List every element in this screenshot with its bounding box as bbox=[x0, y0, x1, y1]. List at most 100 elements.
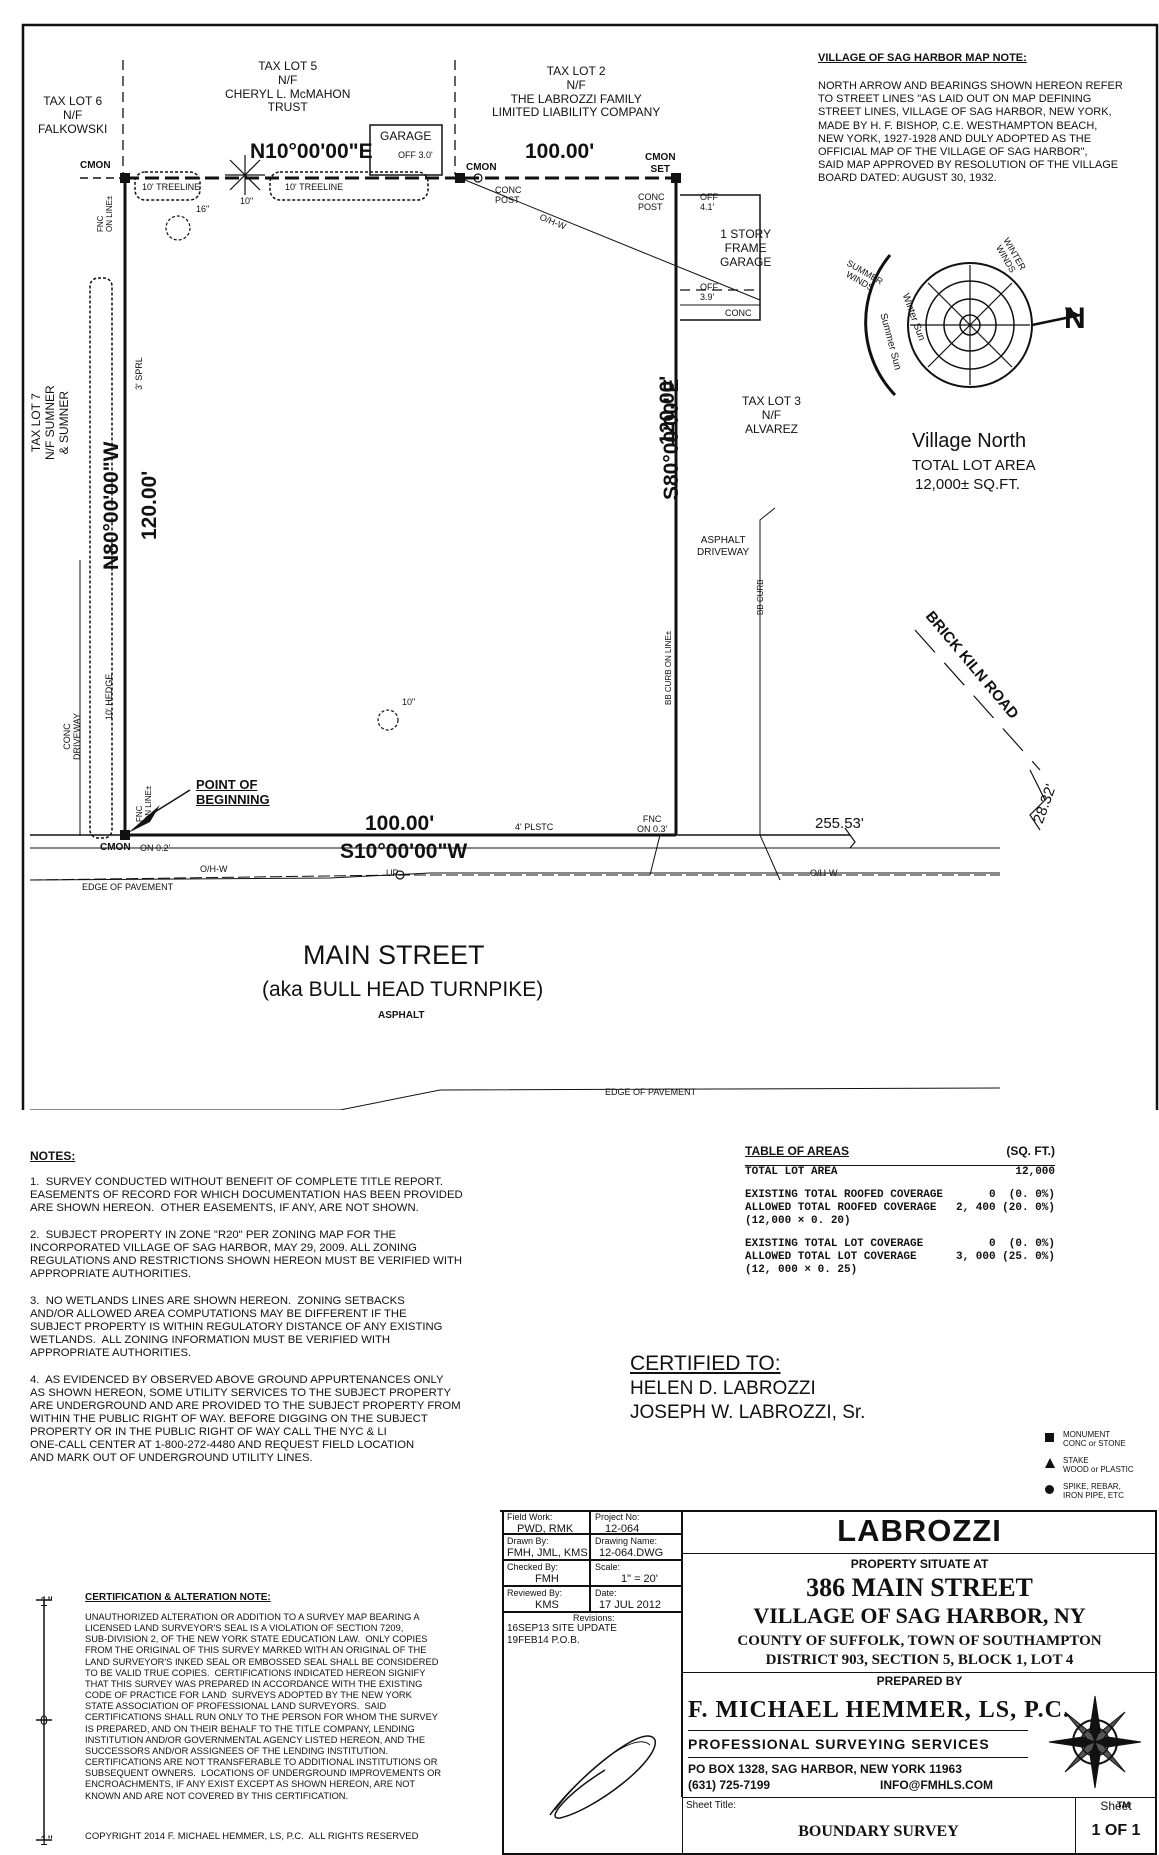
checked-by-cell: Checked By: FMH bbox=[502, 1560, 590, 1586]
note-2: 2. SUBJECT PROPERTY IN ZONE "R20" PER ZO… bbox=[30, 1228, 463, 1280]
edge-of-pavement-label-south: EDGE OF PAVEMENT bbox=[605, 1087, 697, 1097]
field-work-value: PWD, RMK bbox=[517, 1523, 574, 1535]
ohw-label-east: O/H-W bbox=[810, 868, 838, 878]
field-work-label: Field Work: bbox=[507, 1512, 553, 1522]
hedge-west bbox=[89, 277, 113, 839]
hedge-label: 10' HEDGE bbox=[104, 673, 114, 720]
sprinkler-label: 3' SPRL bbox=[134, 357, 144, 390]
overhead-wire bbox=[459, 177, 761, 301]
area-table-title: TABLE OF AREAS bbox=[745, 1144, 849, 1158]
field-work-cell: Field Work: PWD, RMK bbox=[502, 1510, 590, 1535]
area-row-value: 3, 000 (25. 0%) bbox=[955, 1251, 1055, 1263]
area-row-value: 12,000 bbox=[1015, 1166, 1055, 1178]
revisions-label: Revisions: bbox=[573, 1613, 615, 1623]
date-value: 17 JUL 2012 bbox=[599, 1599, 661, 1611]
firm-divider bbox=[688, 1730, 1028, 1731]
area-row-value: 0 (0. 0%) bbox=[988, 1189, 1055, 1201]
fnc-on-line-north: FNC ON LINE± bbox=[96, 195, 115, 232]
offset-39: OFF 3.9' bbox=[700, 282, 718, 303]
monument-north-icon bbox=[455, 173, 465, 183]
area-table-row: EXISTING TOTAL LOT COVERAGE 0 (0. 0%) bbox=[745, 1238, 1055, 1251]
south-bearing: S10°00'00"W bbox=[340, 840, 468, 863]
total-lot-area-label: TOTAL LOT AREA bbox=[912, 457, 1036, 474]
edge-of-pavement-south bbox=[30, 1087, 1001, 1110]
revisions-value: 16SEP13 SITE UPDATE 19FEB14 P.O.B. bbox=[507, 1623, 617, 1646]
firm-services: PROFESSIONAL SURVEYING SERVICES bbox=[688, 1736, 990, 1752]
sheet-vertical-divider bbox=[1075, 1797, 1076, 1855]
note-1: 1. SURVEY CONDUCTED WITHOUT BENEFIT OF C… bbox=[30, 1175, 463, 1214]
area-table-row: (12,000 × 0. 20) bbox=[745, 1215, 1055, 1228]
scale-label: Scale: bbox=[595, 1562, 621, 1572]
conc-driveway-label: CONC DRIVEWAY bbox=[62, 712, 83, 760]
pob-leader bbox=[149, 789, 191, 816]
legend-stake: STAKE WOOD or PLASTIC bbox=[1063, 1456, 1134, 1475]
project-no-cell: Project No: 12-064 bbox=[590, 1510, 682, 1535]
firm-phone: (631) 725-7199 bbox=[688, 1778, 771, 1792]
client-name: LABROZZI bbox=[837, 1513, 1002, 1548]
area-row-label: ALLOWED TOTAL ROOFED COVERAGE bbox=[745, 1202, 937, 1214]
fnc-on-line-south: FNC ON LINE± bbox=[135, 785, 154, 822]
treeline-east bbox=[269, 171, 429, 201]
bb-curb-label: BB CURB bbox=[756, 579, 765, 615]
property-address: 386 MAIN STREET bbox=[806, 1573, 1033, 1602]
edge-of-pavement-north bbox=[29, 872, 1000, 881]
scale-bar bbox=[36, 1599, 52, 1841]
north-bearing: N10°00'00"E bbox=[250, 140, 373, 163]
certified-title: CERTIFIED TO: bbox=[630, 1352, 781, 1375]
drawing-name-label: Drawing Name: bbox=[595, 1536, 658, 1546]
cmon-set-label: CMON SET bbox=[645, 152, 676, 175]
west-distance: 120.00' bbox=[138, 470, 161, 540]
services-divider bbox=[688, 1757, 1028, 1758]
asphalt-driveway-label: ASPHALT DRIVEWAY bbox=[697, 535, 750, 558]
sheet-title-label: Sheet Title: bbox=[686, 1800, 737, 1811]
scale-mid: 0 bbox=[40, 1712, 48, 1728]
bb-curb-on-line-label: BB CURB ON LINE± bbox=[664, 630, 673, 705]
area-table-row: TOTAL LOT AREA 12,000 bbox=[745, 1166, 1055, 1179]
tax-lot-3-label: TAX LOT 3 N/F ALVAREZ bbox=[742, 394, 801, 436]
drawn-by-label: Drawn By: bbox=[507, 1536, 549, 1546]
area-row-label: (12,000 × 0. 20) bbox=[745, 1215, 851, 1227]
point-of-beginning-arrow bbox=[128, 805, 160, 833]
prepared-by: PREPARED BY bbox=[876, 1674, 963, 1688]
copyright: COPYRIGHT 2014 F. MICHAEL HEMMER, LS, P.… bbox=[85, 1831, 419, 1842]
west-bearing: N80°00'00"W bbox=[100, 441, 123, 570]
sheet-label: Sheet bbox=[1100, 1799, 1132, 1813]
monument-legend-icon bbox=[1045, 1433, 1054, 1442]
map-note-title: VILLAGE OF SAG HARBOR MAP NOTE: bbox=[818, 52, 1027, 64]
tax-lot-5-label: TAX LOT 5 N/F CHERYL L. McMAHON TRUST bbox=[225, 59, 351, 115]
property-situate: PROPERTY SITUATE AT bbox=[850, 1557, 989, 1571]
monument-sw-icon bbox=[120, 830, 130, 840]
cmon-sw-label: CMON bbox=[100, 842, 131, 853]
overhead-wire-street bbox=[29, 874, 1000, 881]
frame-garage-outline bbox=[680, 194, 761, 321]
cert-note-title: CERTIFICATION & ALTERATION NOTE: bbox=[85, 1592, 271, 1603]
curb-line bbox=[759, 507, 776, 580]
drawn-by-value: FMH, JML, KMS bbox=[507, 1547, 588, 1559]
east-distance: 120.00' bbox=[656, 375, 679, 445]
treeline-west bbox=[134, 171, 201, 201]
title-block bbox=[502, 1510, 1157, 1855]
tree-16-label: 16" bbox=[196, 204, 210, 214]
left-vertical-divider bbox=[682, 1510, 683, 1855]
driveway-apron bbox=[759, 834, 781, 881]
cmon-sw-offset: ON 0.2' bbox=[140, 843, 171, 853]
checked-by-value: FMH bbox=[535, 1573, 559, 1585]
area-row-label: EXISTING TOTAL LOT COVERAGE bbox=[745, 1238, 924, 1250]
edge-of-pavement-label: EDGE OF PAVEMENT bbox=[82, 882, 174, 892]
area-row-label: (12, 000 × 0. 25) bbox=[745, 1264, 858, 1276]
notes-section: NOTES: 1. SURVEY CONDUCTED WITHOUT BENEF… bbox=[30, 1149, 500, 1465]
garage-offset: OFF 3.0' bbox=[398, 150, 433, 160]
ohw-label: O/H-W bbox=[200, 864, 228, 874]
date-label: Date: bbox=[595, 1588, 617, 1598]
cert-note-text: UNAUTHORIZED ALTERATION OR ADDITION TO A… bbox=[85, 1612, 442, 1801]
area-row-value: 0 (0. 0%) bbox=[988, 1238, 1055, 1250]
project-no-label: Project No: bbox=[595, 1512, 640, 1522]
reviewed-by-label: Reviewed By: bbox=[507, 1588, 563, 1598]
area-row-label: TOTAL LOT AREA bbox=[745, 1166, 838, 1178]
firm-address: PO BOX 1328, SAG HARBOR, NEW YORK 11963 bbox=[688, 1762, 962, 1776]
scale-top: 1" bbox=[40, 1593, 53, 1609]
